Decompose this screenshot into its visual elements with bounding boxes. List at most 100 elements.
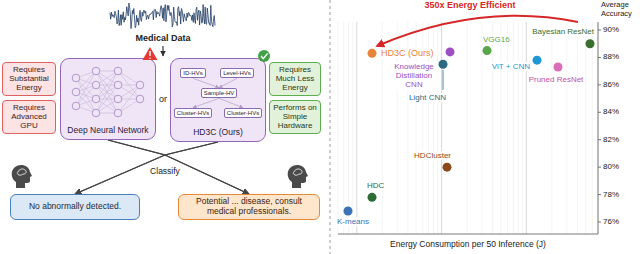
grid-line <box>343 22 344 234</box>
grid-line <box>348 22 349 234</box>
connector <box>75 142 218 194</box>
data-point <box>344 207 353 216</box>
tick-label: 84% <box>602 107 620 116</box>
box-text: Requires Advanced GPU <box>5 103 53 131</box>
box-text: Cluster-HVs <box>227 110 259 117</box>
vector-box: Level-HVs <box>220 68 254 79</box>
tick-label: 82% <box>602 135 620 144</box>
box-text: Potential ... disease, consult medical p… <box>183 197 315 217</box>
box-text: Performs on Simple Hardware <box>272 103 318 131</box>
tick-mark <box>598 167 601 168</box>
tick-mark <box>598 221 601 222</box>
advantage-box: Performs on Simple Hardware <box>269 100 321 134</box>
annotation: 350x Energy Efficient <box>423 0 516 10</box>
box-text: No abnormally detected. <box>29 202 121 212</box>
grid-line <box>526 22 527 234</box>
tick-mark <box>598 112 601 113</box>
axis-title: Average Accuracy <box>600 1 640 18</box>
axis-title: Energy Consumption per 50 Inference (J) <box>389 240 547 250</box>
grid-line <box>338 22 339 234</box>
grid-line <box>356 22 357 234</box>
tick-label: 86% <box>602 80 620 89</box>
data-point <box>443 163 452 172</box>
point-label: HDCluster <box>413 151 452 160</box>
grid-line <box>507 22 508 234</box>
x-axis <box>338 234 598 235</box>
grid-line <box>500 22 501 234</box>
tick-label: 80% <box>602 162 620 171</box>
box-text: HD3C (Ours) <box>193 128 243 138</box>
box-text: ID-HVs <box>183 70 202 77</box>
head-icon <box>288 165 308 188</box>
tick-label: 90% <box>602 25 620 34</box>
tick-mark <box>598 139 601 140</box>
point-label: Light CNN <box>408 93 447 102</box>
point-label: Pruned ResNet <box>528 75 585 84</box>
input-label: Medical Data <box>134 33 191 43</box>
leader-line <box>443 70 444 90</box>
result-box: Potential ... disease, consult medical p… <box>178 194 320 220</box>
grid-line <box>441 22 442 234</box>
warning-icon <box>143 47 158 60</box>
tick-mark <box>598 84 601 85</box>
vector-box: Cluster-HVs <box>174 108 212 119</box>
grid-line <box>566 22 567 234</box>
box-text: Sample-HV <box>204 90 235 97</box>
grid-line <box>585 22 586 234</box>
requirement-box: Requires Advanced GPU <box>2 100 56 134</box>
point-label: HD3C (Ours) <box>380 48 435 58</box>
point-label: Bayesian ResNet <box>531 27 595 36</box>
tick-label: 76% <box>602 217 620 226</box>
box-text: Requires Substantial Energy <box>5 65 53 93</box>
point-label: Knowledge Distillation CNN <box>390 62 438 90</box>
point-label: ViT + CNN <box>491 62 531 71</box>
result-box: No abnormally detected. <box>10 194 140 220</box>
check-icon <box>258 50 270 62</box>
grid-line <box>352 22 353 234</box>
check-mark <box>261 53 268 58</box>
y-axis <box>598 22 599 234</box>
head-silhouette <box>288 165 308 188</box>
tick-mark <box>598 30 601 31</box>
connector <box>108 140 249 194</box>
advantage-box: Requires Much Less Energy <box>269 62 321 96</box>
grid-line <box>551 22 552 234</box>
data-point <box>483 46 492 55</box>
box-text: Requires Much Less Energy <box>272 65 318 93</box>
box-text: Level-HVs <box>223 70 251 77</box>
warning-mark <box>149 51 150 56</box>
grid-line <box>492 22 493 234</box>
step-label: Classify <box>149 167 181 177</box>
grid-line <box>577 22 578 234</box>
point-label: HDC <box>366 181 385 190</box>
vector-box: ID-HVs <box>180 68 205 79</box>
warning-mark <box>149 57 151 59</box>
grid-line <box>592 22 593 234</box>
data-point <box>554 63 563 72</box>
tick-label: 78% <box>602 190 620 199</box>
vector-box: Sample-HV <box>201 88 238 99</box>
grid-line <box>482 22 483 234</box>
or-label: or <box>158 94 168 104</box>
brain-mark <box>17 169 26 175</box>
box-text: Deep Neural Network <box>67 126 148 136</box>
point-label: VGG16 <box>482 35 511 44</box>
grid-line <box>522 22 523 234</box>
vector-box: Cluster-HVs <box>224 108 262 119</box>
grid-line <box>437 22 438 234</box>
head-icon <box>12 165 32 188</box>
grid-line <box>598 22 599 234</box>
model-box: HD3C (Ours) ID-HVs Level-HVsSample-HV Clust… <box>170 58 266 142</box>
box-text: Cluster-HVs <box>177 110 209 117</box>
requirement-box: Requires Substantial Energy <box>2 62 56 96</box>
data-point <box>439 60 448 69</box>
data-point <box>446 47 455 56</box>
data-point <box>533 56 542 65</box>
grid-line <box>518 22 519 234</box>
brain-mark <box>293 169 302 175</box>
head-silhouette <box>12 165 32 188</box>
grid-line <box>513 22 514 234</box>
point-label: K-means <box>336 217 370 226</box>
